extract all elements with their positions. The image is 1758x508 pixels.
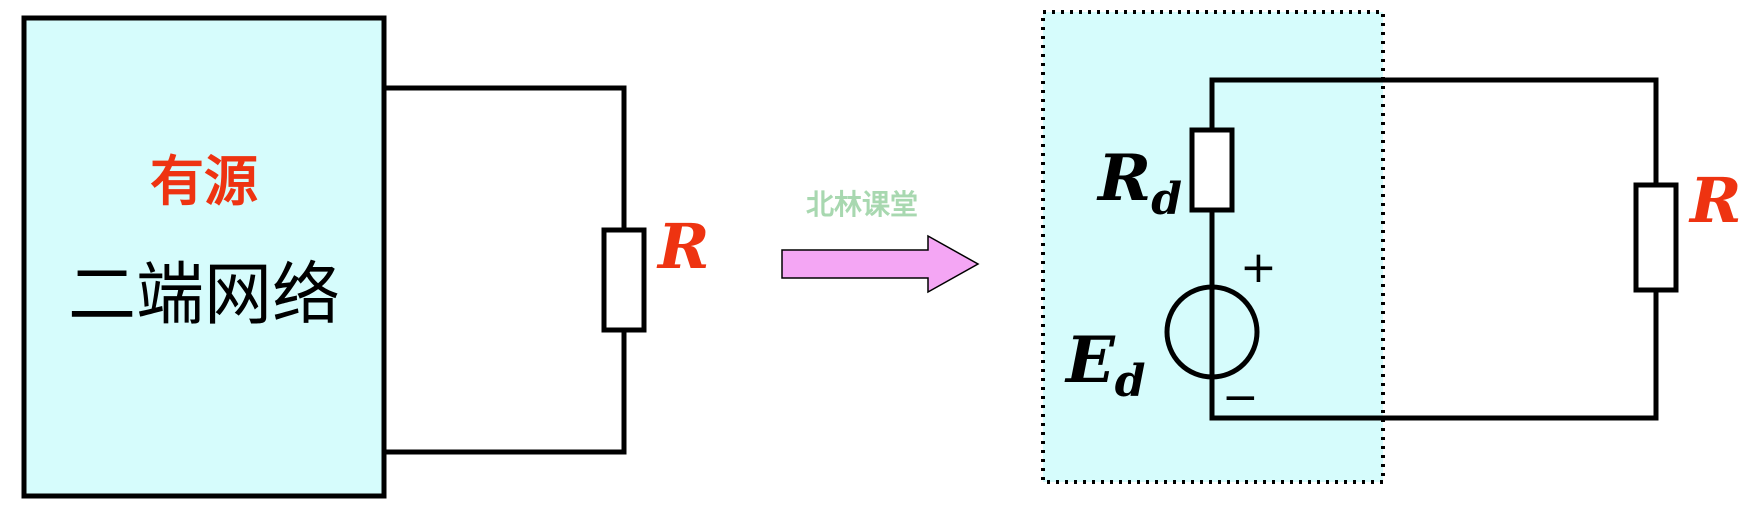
active-network-box	[21, 15, 387, 499]
top-wire	[384, 85, 627, 230]
minus-sign: −	[1222, 372, 1259, 423]
voltage-source-label: Ed	[1064, 323, 1146, 407]
load-resistor-right-label: R	[1688, 164, 1742, 237]
bottom-wire	[384, 330, 627, 455]
transform-arrow	[781, 234, 980, 294]
two-terminal-network-label: 二端网络	[68, 256, 340, 335]
internal-resistor-label: Rd	[1096, 141, 1182, 225]
left-circuit: 有源 二端网络 R	[21, 15, 710, 499]
load-resistor-right	[1633, 182, 1679, 293]
bottom-wire-right	[1209, 290, 1659, 421]
load-resistor	[601, 227, 647, 333]
top-wire-right	[1209, 77, 1659, 185]
watermark-text: 北林课堂	[806, 188, 918, 221]
internal-resistor	[1189, 127, 1235, 213]
plus-sign: +	[1240, 242, 1277, 293]
active-label: 有源	[150, 150, 258, 213]
right-circuit: Rd + − Ed R	[1041, 10, 1742, 484]
load-resistor-label: R	[656, 210, 710, 283]
